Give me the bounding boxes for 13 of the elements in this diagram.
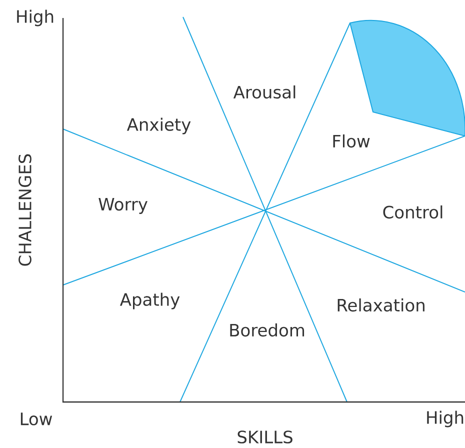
region-label: Anxiety (126, 118, 191, 134)
axis-end-label: Low (20, 412, 52, 426)
region-label: Arousal (233, 85, 296, 99)
region-label: Boredom (230, 323, 304, 337)
axis-end-label: High (427, 410, 464, 428)
region-label: Flow (333, 134, 370, 148)
region-label: Relaxation (338, 298, 424, 312)
region-label: Control (383, 205, 442, 219)
region-label: Worry (98, 198, 148, 214)
axis-title: CHALLENGES (18, 154, 32, 266)
axis-end-label: High (17, 10, 54, 26)
axis-title: SKILLS (238, 430, 292, 444)
region-label: Apathy (120, 292, 180, 310)
